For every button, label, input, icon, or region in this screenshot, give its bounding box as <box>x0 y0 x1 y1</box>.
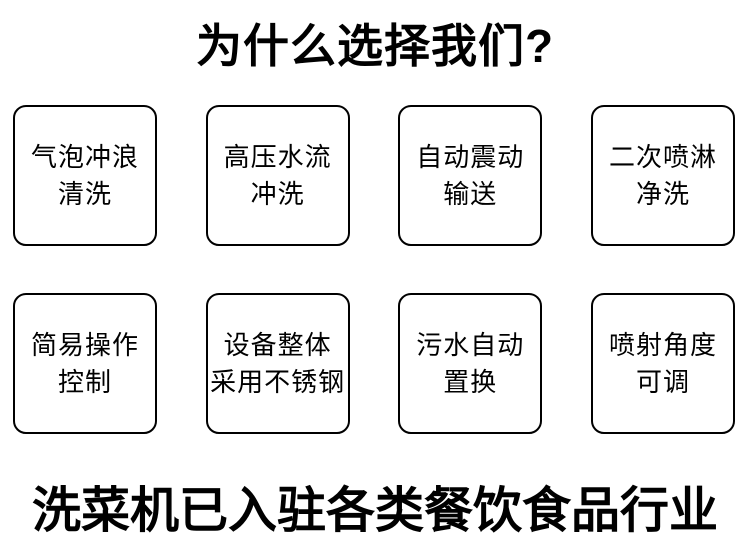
feature-card-line1: 自动震动 <box>416 141 525 172</box>
feature-card-line1: 设备整体 <box>223 329 332 360</box>
feature-card-auto-vibration-convey: 自动震动 输送 <box>398 105 543 246</box>
feature-card-line2: 清洗 <box>57 178 112 209</box>
feature-card-line2: 输送 <box>443 178 498 209</box>
feature-card-high-pressure-rinse: 高压水流 冲洗 <box>205 105 350 246</box>
feature-card-line2: 控制 <box>57 366 112 397</box>
feature-card-secondary-spray-clean: 二次喷淋 净洗 <box>590 105 735 246</box>
page-title: 为什么选择我们? <box>195 20 555 72</box>
features-row-top: 气泡冲浪 清洗 高压水流 冲洗 自动震动 输送 二次喷淋 净洗 <box>0 105 750 246</box>
feature-card-line2: 冲洗 <box>250 178 305 209</box>
feature-card-line2: 可调 <box>635 366 690 397</box>
feature-card-bubble-wash: 气泡冲浪 清洗 <box>13 105 157 246</box>
feature-card-line2: 置换 <box>443 366 498 397</box>
feature-card-auto-sewage-replace: 污水自动 置换 <box>398 293 543 434</box>
feature-card-easy-operation: 简易操作 控制 <box>13 293 157 434</box>
feature-card-line2: 净洗 <box>635 178 690 209</box>
feature-card-line1: 气泡冲浪 <box>30 141 139 172</box>
footer-headline: 洗菜机已入驻各类餐饮食品行业 <box>31 484 718 538</box>
feature-card-line1: 简易操作 <box>30 329 139 360</box>
feature-card-line1: 二次喷淋 <box>608 141 717 172</box>
feature-card-line1: 污水自动 <box>416 329 525 360</box>
feature-card-line2: 采用不锈钢 <box>210 366 346 397</box>
feature-card-adjustable-spray-angle: 喷射角度 可调 <box>590 293 735 434</box>
feature-card-stainless-steel-body: 设备整体 采用不锈钢 <box>205 293 350 434</box>
features-row-bottom: 简易操作 控制 设备整体 采用不锈钢 污水自动 置换 喷射角度 可调 <box>0 293 750 434</box>
feature-card-line1: 高压水流 <box>223 141 332 172</box>
feature-card-line1: 喷射角度 <box>608 329 717 360</box>
